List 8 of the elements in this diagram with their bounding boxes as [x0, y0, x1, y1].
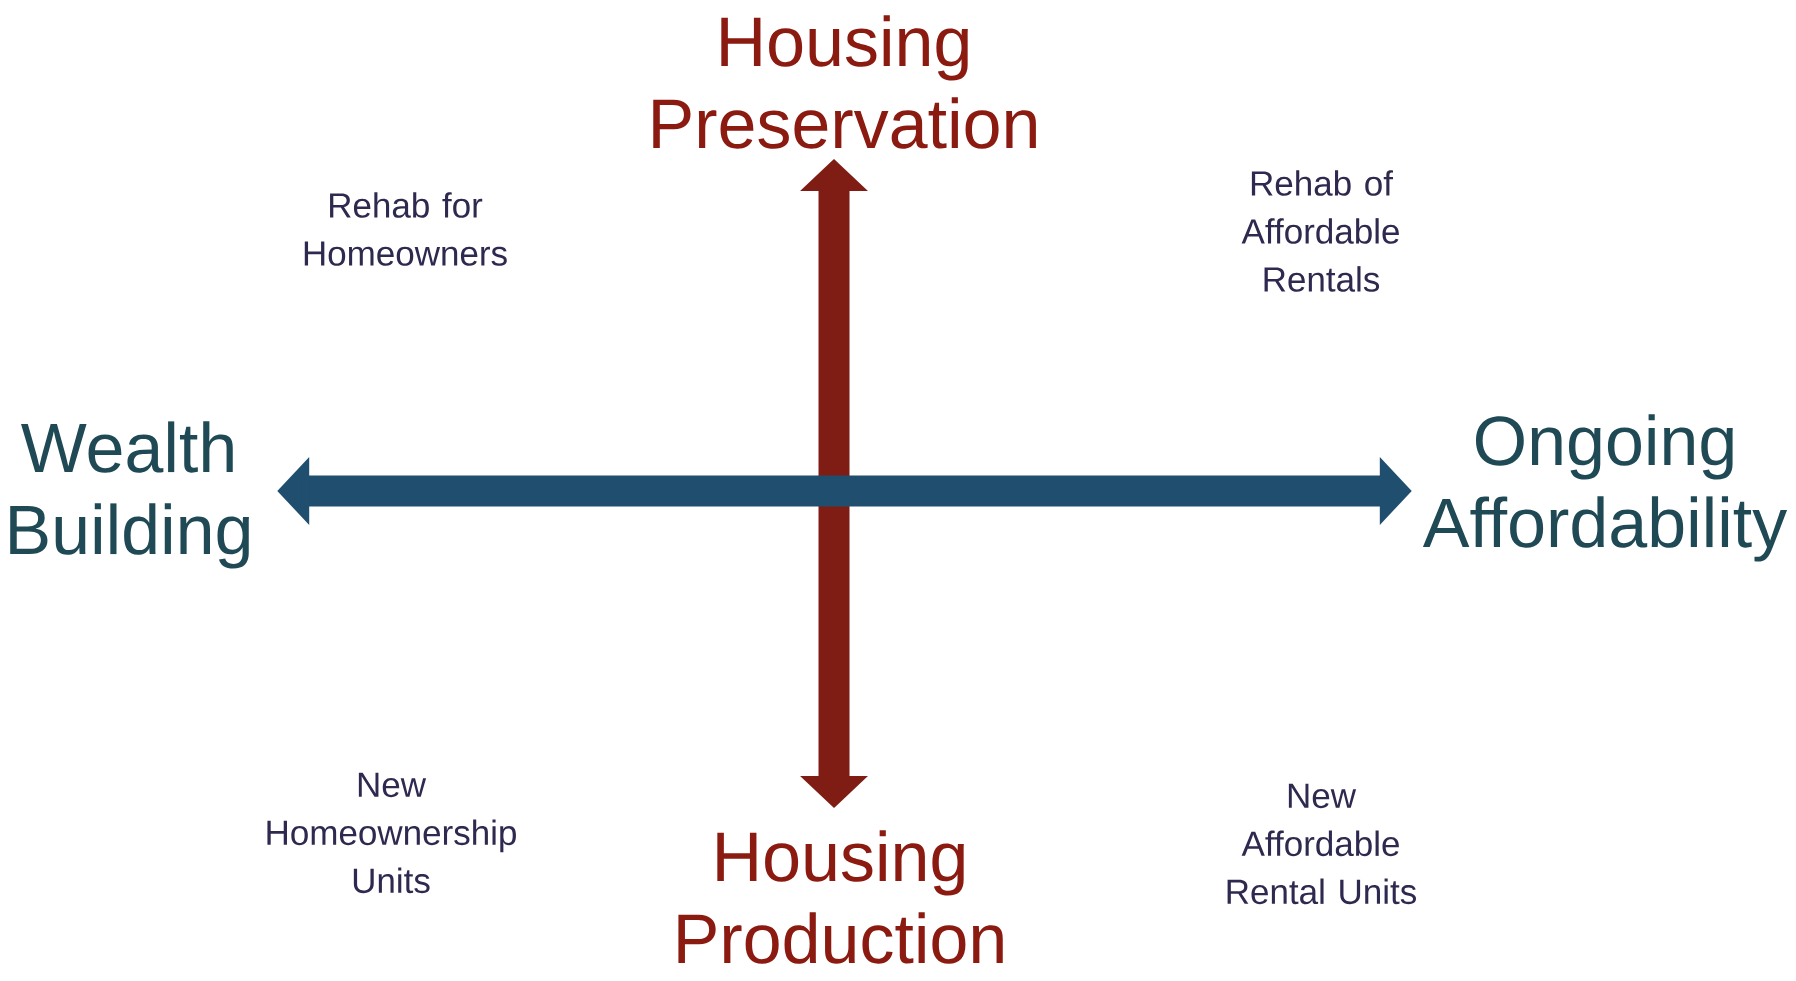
- axis-label: Wealth Building: [10, 421, 249, 569]
- axis-label: Housing Production: [678, 830, 1003, 964]
- quadrant-label: Rehab of Affordable Rentals: [1241, 170, 1399, 292]
- quadrant-label: New Affordable Rental Units: [1227, 783, 1416, 905]
- axis-label: Ongoing Affordability: [1422, 414, 1788, 562]
- quadrant-label: New Homeownership Units: [267, 772, 516, 894]
- quadrant-label: Rehab for Homeowners: [304, 192, 507, 266]
- axis-label: Housing Preservation: [653, 15, 1036, 149]
